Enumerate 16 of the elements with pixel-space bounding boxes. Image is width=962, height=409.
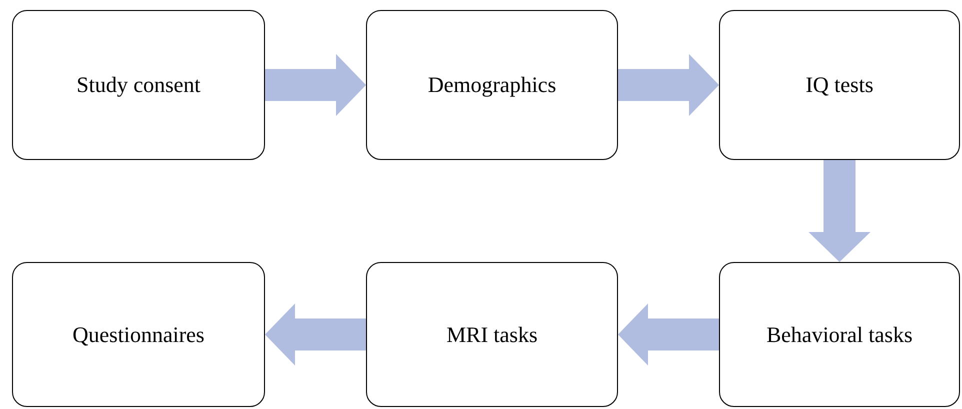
process-box	[12, 10, 265, 160]
step-label: IQ tests	[806, 72, 874, 98]
step-label: Questionnaires	[72, 322, 204, 348]
process-box	[12, 262, 265, 407]
block-arrow	[618, 54, 719, 116]
step-label: Study consent	[76, 72, 201, 98]
block-arrow	[808, 160, 870, 262]
process-box	[719, 10, 960, 160]
block-arrow	[265, 54, 366, 116]
process-box	[366, 10, 618, 160]
block-arrow	[618, 304, 719, 366]
step-label: MRI tasks	[446, 322, 538, 348]
process-box	[719, 262, 960, 407]
step-label: Demographics	[428, 72, 556, 98]
step-label: Behavioral tasks	[766, 322, 913, 348]
process-box	[366, 262, 618, 407]
